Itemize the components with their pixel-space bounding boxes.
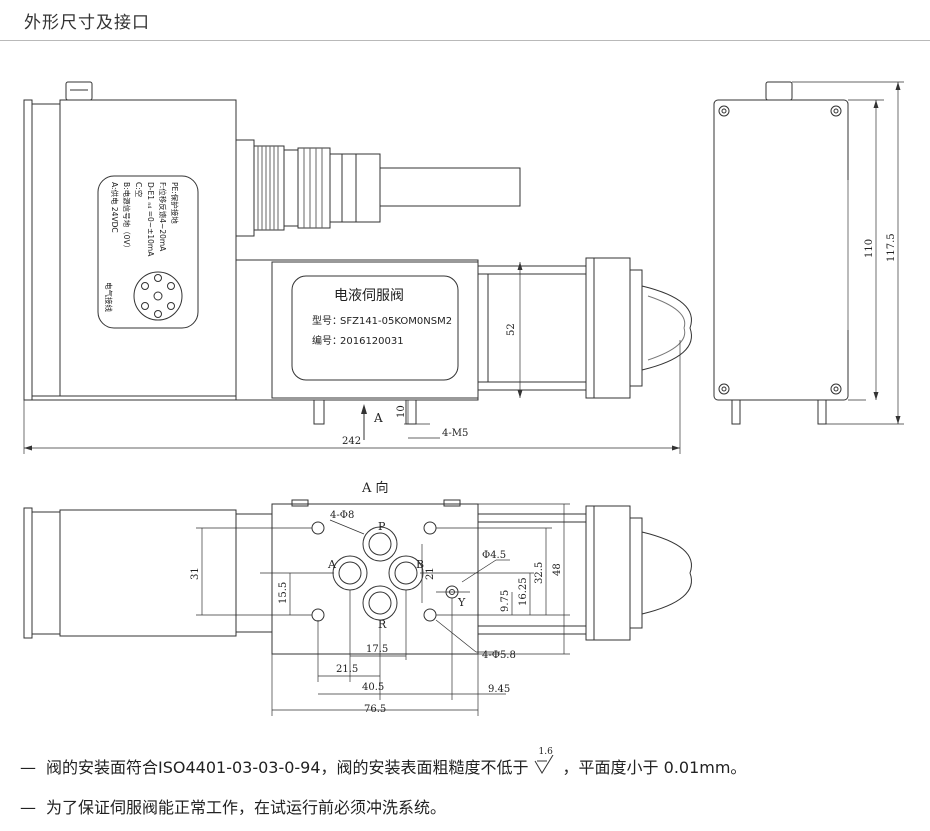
knurl-lines-1: [257, 146, 279, 230]
dim-765: 76.5: [364, 704, 386, 715]
nameplate-title: 电液伺服阀: [334, 288, 404, 304]
dim-4phi8: 4-Φ8: [330, 510, 354, 521]
dim-215: 21.5: [336, 664, 358, 675]
dim-4m5: 4-M5: [442, 428, 468, 439]
dim-945: 9.45: [488, 684, 510, 695]
roughness-value: 1.6: [538, 747, 553, 757]
pin-4: [167, 302, 175, 310]
side-view: [23, 81, 692, 454]
dim-975: 9.75: [500, 590, 511, 612]
dim-31: 31: [190, 567, 201, 580]
dim-155: 15.5: [278, 582, 289, 604]
end-dome: [641, 285, 692, 371]
roughness-icon: [534, 754, 553, 774]
electronics-housing: [59, 99, 237, 397]
note-flushing-text: 为了保证伺服阀能正常工作，在试运行前必须冲洗系统。: [46, 798, 447, 817]
dim-52: 52: [506, 323, 517, 336]
dim-175: 17.5: [366, 644, 388, 655]
dim-1625: 16.25: [518, 577, 529, 606]
connector-label: 电气接线: [104, 282, 114, 312]
pin-legend-b: B:电源信号地（0V）: [122, 182, 132, 252]
dim-phi45: Φ4.5: [482, 550, 506, 561]
port-p-outer: [362, 526, 398, 562]
port-b-label: B: [416, 558, 424, 571]
note-dash-1: —: [20, 758, 36, 777]
end-screw-tr: [830, 105, 842, 117]
connector-face: [133, 271, 183, 321]
dim-21: 21: [425, 567, 436, 580]
pin-5: [154, 274, 162, 282]
dim-1175: 117.5: [886, 233, 897, 262]
port-y-label: Y: [457, 596, 466, 609]
dim-405: 40.5: [362, 682, 384, 693]
nameplate-serial-label: 编号：: [312, 334, 342, 347]
mount-foot-1: [313, 399, 325, 425]
dim-325: 32.5: [534, 562, 545, 584]
knurl-lines-2: [303, 148, 323, 228]
nameplate-serial: 2016120031: [340, 336, 404, 347]
dim-10: 10: [396, 405, 407, 418]
pin-legend-c: C:空: [134, 182, 144, 197]
end-foot-2: [817, 399, 827, 425]
dim-242: 242: [342, 436, 361, 447]
bottom-view: [23, 499, 692, 716]
note-dash-2: —: [20, 798, 36, 817]
pin-legend-f: F:位移反馈4~20mA: [158, 182, 168, 252]
note-flatness-text: ，平面度小于 0.01mm。: [562, 758, 747, 777]
port-p-inner: [368, 532, 392, 556]
end-screw-tl: [718, 105, 730, 117]
note-flushing: — 为了保证伺服阀能正常工作，在试运行前必须冲洗系统。: [20, 794, 446, 818]
nameplate-model: SFZ141-05KOM0NSM2: [340, 316, 452, 327]
port-a-label: A: [327, 558, 337, 571]
port-p-label: P: [378, 520, 386, 533]
pin-legend-pe: PE:保护接地: [170, 182, 180, 224]
heading-divider: [0, 40, 930, 41]
bv-dome: [641, 531, 692, 615]
end-screw-br: [830, 383, 842, 395]
pin-legend-panel: [97, 175, 199, 329]
end-view: [713, 81, 904, 425]
cable: [379, 167, 521, 207]
nameplate-frame: [291, 275, 459, 381]
note-mounting-text: 阀的安装面符合ISO4401-03-03-0-94，阀的安装表面粗糙度不低于: [46, 758, 529, 777]
end-screw-bl: [718, 383, 730, 395]
dim-110: 110: [864, 239, 875, 258]
arrow-a-label: A: [373, 411, 383, 425]
pin-legend-d: D-E1 ₙ₄ =0~±10mA: [146, 182, 155, 257]
pin-2: [167, 282, 175, 290]
end-foot-1: [731, 399, 741, 425]
dim-48: 48: [552, 563, 563, 576]
pin-center: [153, 291, 163, 301]
section-heading: 外形尺寸及接口: [24, 13, 150, 33]
port-r-label: R: [378, 618, 387, 631]
pin-3: [141, 302, 149, 310]
view-a-label: A 向: [361, 480, 389, 496]
note-mounting: — 阀的安装面符合ISO4401-03-03-0-94，阀的安装表面粗糙度不低于 1…: [20, 747, 747, 778]
dim-4phi58: 4-Φ5.8: [482, 650, 516, 661]
pin-legend-a: A:供电 24VDC: [110, 182, 120, 233]
pin-1: [141, 282, 149, 290]
nameplate-model-label: 型号：: [312, 314, 342, 327]
roughness-symbol: 1.6: [533, 747, 559, 777]
pin-6: [154, 310, 162, 318]
